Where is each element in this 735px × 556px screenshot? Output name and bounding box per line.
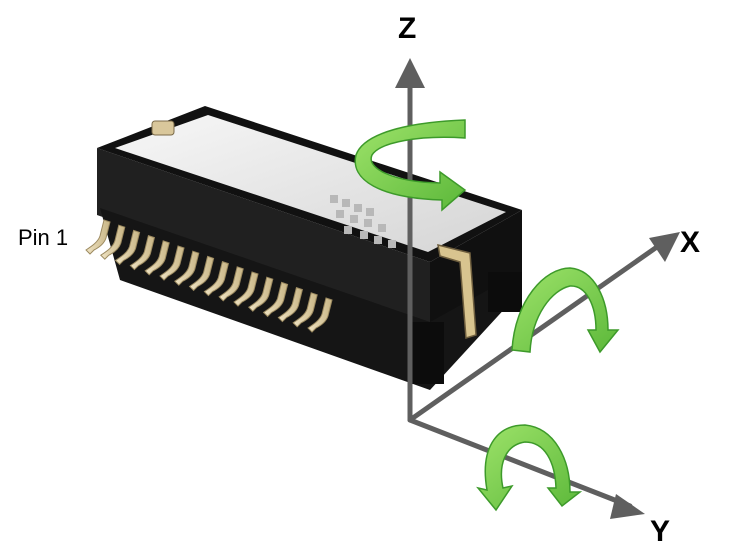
- chip-pin: [277, 286, 303, 323]
- x-axis-label: X: [680, 226, 700, 259]
- chip-pin: [159, 245, 185, 281]
- chip-pin: [262, 281, 289, 318]
- z-axis-label: Z: [398, 12, 416, 45]
- chip-pin: [218, 266, 244, 302]
- pin-1-label: Pin 1: [18, 225, 68, 250]
- axis-arrowheads: [395, 58, 680, 519]
- chip-pin: [100, 224, 126, 260]
- chip-pin: [144, 240, 170, 276]
- lid-clip-left: [151, 120, 175, 136]
- chip-pin: [114, 229, 141, 266]
- lid-clip-right: [437, 243, 477, 339]
- rotation-z-icon: [354, 119, 467, 212]
- chip-pins: [85, 219, 333, 333]
- sensor-chip: [97, 106, 522, 390]
- chip-pin: [292, 292, 318, 328]
- y-axis-label: Y: [650, 515, 670, 548]
- rotation-y-icon: [476, 424, 583, 512]
- chip-pin: [85, 219, 111, 255]
- rotation-x-icon: [511, 267, 620, 354]
- chip-pin: [248, 276, 274, 312]
- y-axis-line: [407, 417, 633, 509]
- y-arrowhead-icon: [610, 494, 645, 519]
- chip-foot-front: [408, 322, 444, 384]
- chip-pin: [233, 271, 259, 307]
- chip-right-wall: [430, 210, 522, 330]
- x-arrowhead-icon: [649, 232, 680, 262]
- chip-foot-right: [488, 272, 522, 312]
- x-axis-line: [407, 239, 667, 423]
- chip-pin: [307, 297, 333, 333]
- chip-front-wall: [97, 148, 430, 330]
- chip-pin: [188, 255, 215, 292]
- chip-pin: [129, 234, 155, 271]
- data-matrix-code: [330, 195, 396, 248]
- z-arrowhead-icon: [395, 58, 425, 88]
- chip-pin: [174, 250, 200, 286]
- chip-pin: [203, 260, 229, 297]
